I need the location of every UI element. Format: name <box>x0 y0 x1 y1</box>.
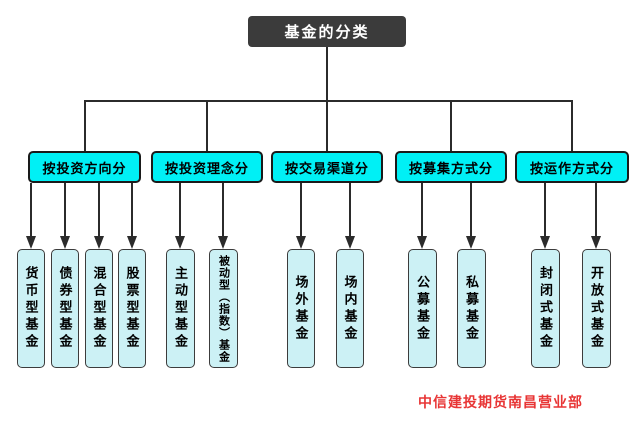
watermark-text: 中信建投期货南昌营业部 <box>418 394 583 410</box>
leaf-closed-end-fund: 封闭式基金 <box>531 249 560 368</box>
arrow-stem <box>544 183 546 237</box>
arrow-head <box>296 236 306 249</box>
leaf-open-end-fund: 开放式基金 <box>582 249 611 368</box>
arrow-head <box>591 236 601 249</box>
connector-drop-5 <box>571 100 573 151</box>
arrow-stem <box>64 183 66 237</box>
arrow-stem <box>222 183 224 237</box>
leaf-bond-fund: 债券型基金 <box>51 249 79 368</box>
leaf-otc-fund: 场外基金 <box>287 249 315 368</box>
root-node: 基金的分类 <box>248 16 406 47</box>
arrow-head <box>94 236 104 249</box>
arrow-head <box>175 236 185 249</box>
arrow-stem <box>470 183 472 237</box>
branch-investment-direction: 按投资方向分 <box>28 151 141 183</box>
branch-fundraising-method: 按募集方式分 <box>395 151 507 183</box>
leaf-stock-fund: 股票型基金 <box>118 249 146 368</box>
arrow-head <box>26 236 36 249</box>
arrow-head <box>540 236 550 249</box>
arrow-stem <box>421 183 423 237</box>
leaf-public-fund: 公募基金 <box>408 249 437 368</box>
branch-operation-method: 按运作方式分 <box>515 151 629 183</box>
arrow-stem <box>595 183 597 237</box>
arrow-head <box>218 236 228 249</box>
leaf-hybrid-fund: 混合型基金 <box>85 249 113 368</box>
leaf-passive-index-fund: 被动型（指数）基金 <box>209 249 238 368</box>
connector-drop-1 <box>84 100 86 151</box>
connector-drop-4 <box>450 100 452 151</box>
connector-bus <box>84 100 573 102</box>
arrow-stem <box>131 183 133 237</box>
arrow-stem <box>300 183 302 237</box>
arrow-head <box>127 236 137 249</box>
arrow-head <box>417 236 427 249</box>
branch-investment-philosophy: 按投资理念分 <box>151 151 263 183</box>
arrow-stem <box>98 183 100 237</box>
arrow-stem <box>179 183 181 237</box>
arrow-stem <box>30 183 32 237</box>
leaf-private-fund: 私募基金 <box>457 249 486 368</box>
connector-drop-2 <box>206 100 208 151</box>
arrow-head <box>345 236 355 249</box>
connector-root-stem <box>326 47 328 100</box>
leaf-exchange-fund: 场内基金 <box>336 249 364 368</box>
connector-drop-3 <box>326 100 328 151</box>
leaf-money-fund: 货币型基金 <box>17 249 45 368</box>
arrow-head <box>60 236 70 249</box>
branch-trading-channel: 按交易渠道分 <box>271 151 383 183</box>
leaf-active-fund: 主动型基金 <box>166 249 195 368</box>
arrow-stem <box>349 183 351 237</box>
arrow-head <box>466 236 476 249</box>
